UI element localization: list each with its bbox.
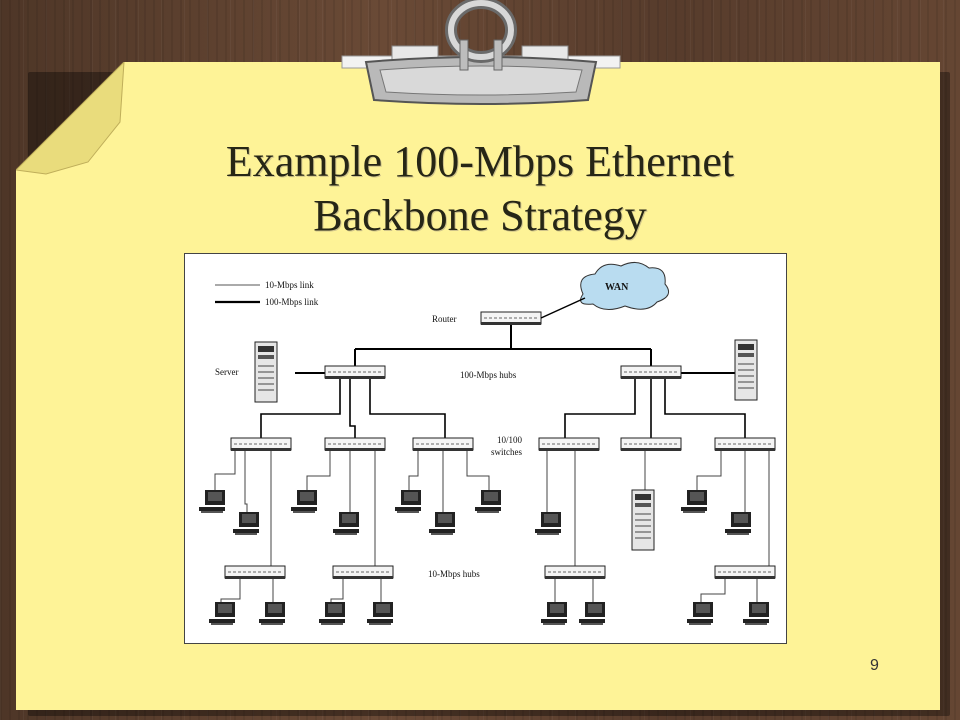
pc-row1-6-icon (429, 512, 455, 535)
switch-5-icon (620, 437, 682, 452)
pc-row1-9-icon (681, 490, 707, 513)
file-server-tower-icon (631, 489, 655, 551)
switch-3-icon (412, 437, 474, 452)
hub-10-3-icon (544, 565, 606, 580)
hub-100-right-icon (620, 365, 682, 380)
pc-row1-8-icon (535, 512, 561, 535)
server-left-icon (254, 341, 278, 403)
network-diagram: 10-Mbps link 100-Mbps link WAN Router 10… (184, 253, 787, 644)
switches-label-line-2: switches (491, 447, 522, 457)
binder-clip-icon (341, 0, 621, 105)
pc-row1-5-icon (395, 490, 421, 513)
page-corner-fold (16, 62, 125, 175)
switch-6-icon (714, 437, 776, 452)
slide-title-line-2: Backbone Strategy (313, 191, 647, 240)
hub-to-switch-links (260, 379, 746, 438)
pc-row2-5-icon (541, 602, 567, 625)
server-right-icon (734, 339, 758, 401)
hub-10-4-icon (714, 565, 776, 580)
legend: 10-Mbps link 100-Mbps link (215, 280, 319, 307)
pc-row1-7-icon (475, 490, 501, 513)
switch-2-icon (324, 437, 386, 452)
pc-row1-4-icon (333, 512, 359, 535)
pc-row1-1-icon (199, 490, 225, 513)
backbone-links (295, 325, 735, 374)
pc-row2-2-icon (259, 602, 285, 625)
pc-row1-10-icon (725, 512, 751, 535)
page-number: 9 (870, 657, 879, 674)
pc-row1-3-icon (291, 490, 317, 513)
hubs-10-label: 10-Mbps hubs (428, 569, 480, 579)
slide-title-line-1: Example 100-Mbps Ethernet (225, 137, 735, 186)
router-label: Router (432, 314, 457, 324)
switches-label-line-1: 10/100 (497, 435, 523, 445)
hubs-100-label: 100-Mbps hubs (460, 370, 517, 380)
legend-thick-link-label: 100-Mbps link (265, 297, 319, 307)
pc-row2-4-icon (367, 602, 393, 625)
pc-row2-1-icon (209, 602, 235, 625)
hub-10-1-icon (224, 565, 286, 580)
server-label: Server (215, 367, 239, 377)
hub-10-2-icon (332, 565, 394, 580)
legend-thin-link-label: 10-Mbps link (265, 280, 314, 290)
pc-row2-8-icon (743, 602, 769, 625)
wan-cloud-icon: WAN (580, 262, 670, 310)
switch-1-icon (230, 437, 292, 452)
pc-row1-2-icon (233, 512, 259, 535)
hub-drop-links (220, 579, 758, 604)
pc-row2-3-icon (319, 602, 345, 625)
router-icon (480, 311, 542, 326)
pc-row2-7-icon (687, 602, 713, 625)
pc-row2-6-icon (579, 602, 605, 625)
switch-4-icon (538, 437, 600, 452)
switch-drop-links (214, 451, 770, 566)
slide-title: Example 100-Mbps Ethernet Backbone Strat… (60, 135, 900, 243)
wan-label: WAN (605, 282, 629, 293)
hub-100-left-icon (324, 365, 386, 380)
